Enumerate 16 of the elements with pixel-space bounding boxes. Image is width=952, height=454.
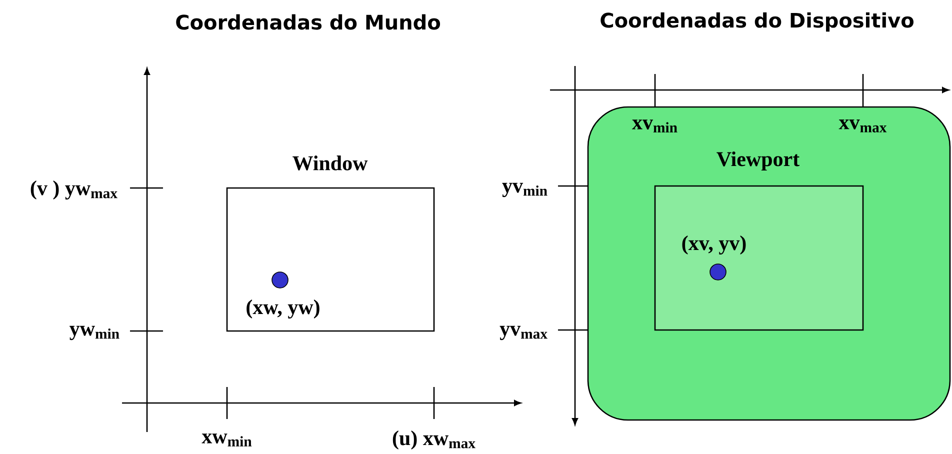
axis-label: yv$_{max}$	[500, 326, 548, 340]
heading: Coordenadas do Dispositivo	[600, 12, 914, 32]
axis-label: (u) xw$_{max}$	[392, 430, 476, 450]
node-label: Window	[292, 156, 368, 170]
node-label: Viewport	[716, 151, 800, 171]
axis-label: xw$_{min}$	[202, 434, 252, 446]
axis-label: yv$_{min}$	[502, 182, 548, 198]
heading: Coordenadas do Mundo	[176, 14, 440, 30]
point-label: (xw, yw)	[246, 299, 320, 319]
axis-label: yw$_{min}$	[70, 326, 120, 340]
point-marker	[710, 264, 726, 280]
axis-label: xv$_{max}$	[838, 120, 887, 132]
point-label: (xv, yv)	[682, 235, 746, 255]
axis-label: (v ) yw$_{max}$	[30, 180, 118, 200]
point-marker	[272, 272, 288, 288]
axis-label: xv$_{min}$	[632, 120, 678, 132]
